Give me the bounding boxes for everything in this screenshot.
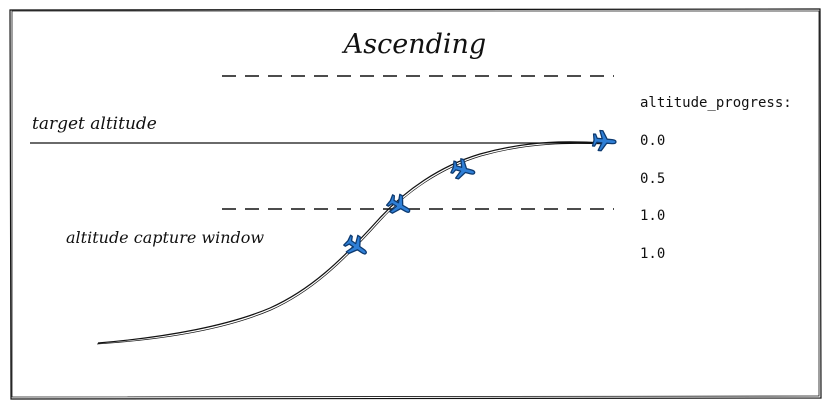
target-altitude-label: target altitude (32, 114, 157, 134)
altitude-progress-value: 1.0 (640, 246, 665, 262)
altitude-progress-heading: altitude_progress: (640, 95, 792, 111)
capture-window-label: altitude capture window (66, 228, 264, 247)
altitude-progress-value: 0.0 (640, 133, 665, 149)
airplane-icon (343, 234, 367, 255)
altitude-progress-value: 1.0 (640, 208, 665, 224)
diagram-frame (9, 8, 822, 400)
diagram-title: Ascending (341, 29, 486, 60)
airplane-markers (343, 129, 617, 255)
ascent-trajectory (96, 141, 605, 345)
airplane-icon (591, 129, 617, 152)
altitude-progress-value: 0.5 (640, 171, 665, 187)
airplane-icon (385, 193, 411, 214)
airplane-icon (450, 158, 476, 180)
